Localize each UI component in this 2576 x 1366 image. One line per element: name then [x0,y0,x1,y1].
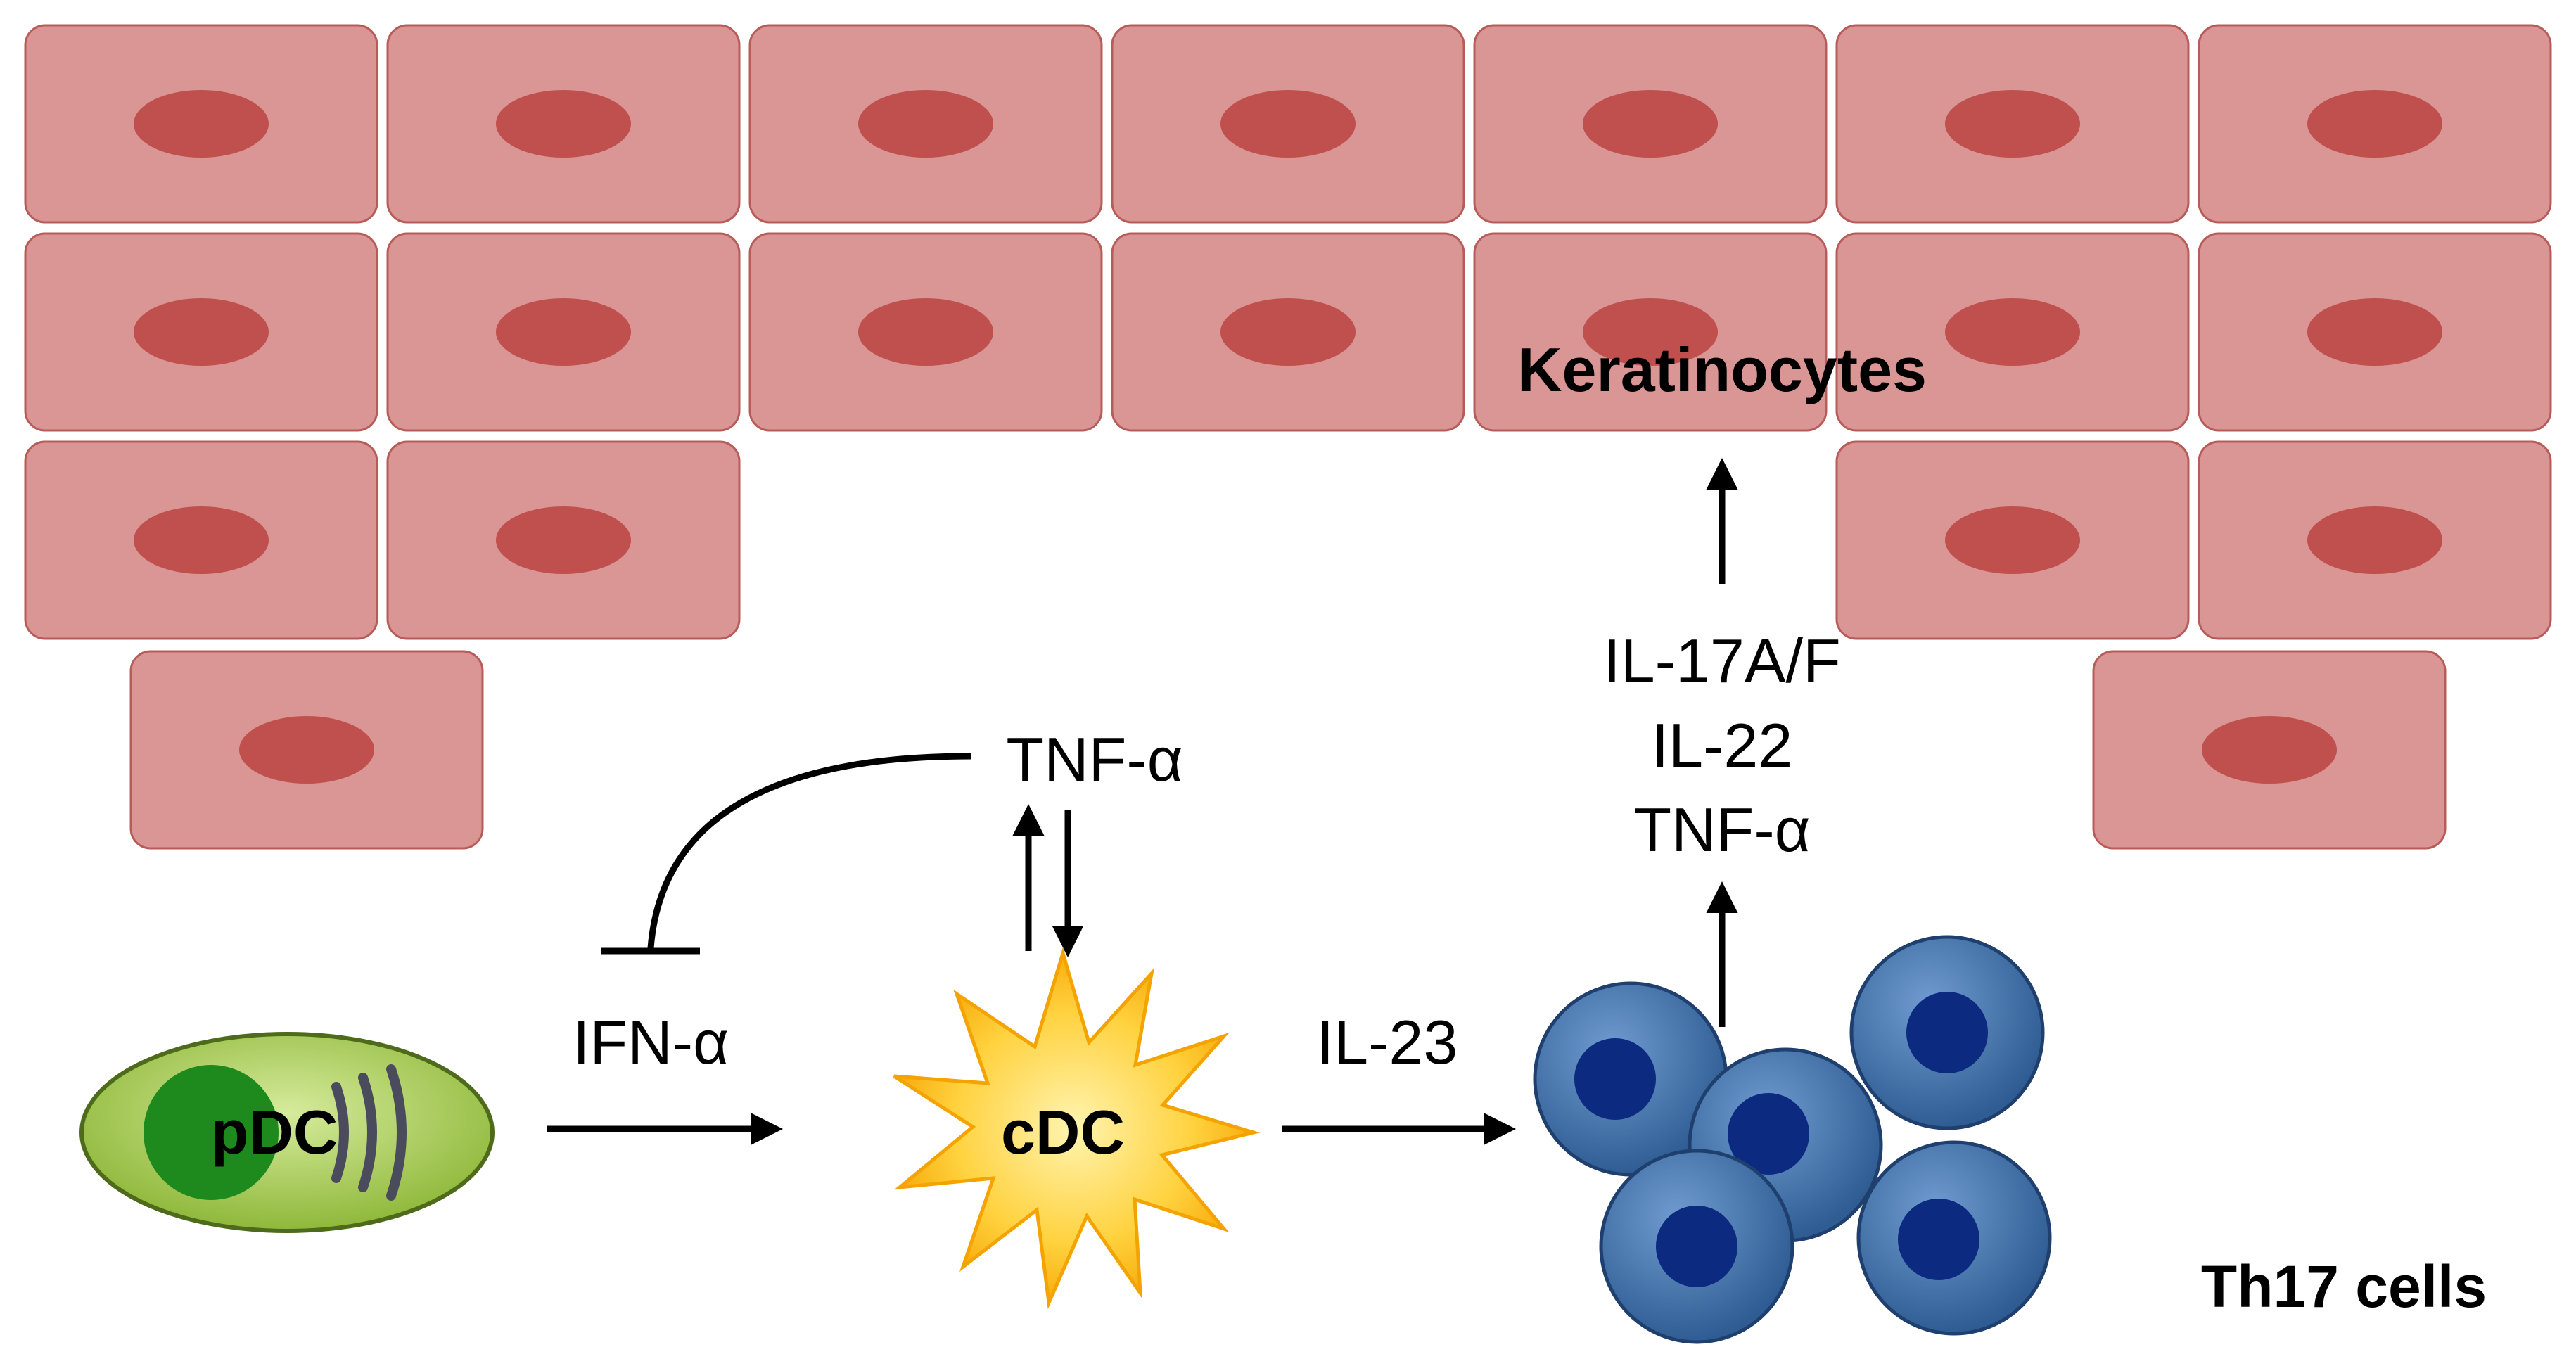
keratinocyte-icon [748,232,1103,432]
il17af-label: IL-17A/F [1603,626,1840,696]
pdc-label: pDC [211,1097,338,1167]
keratinocyte-icon [1835,24,2190,224]
keratinocyte-icon [1835,232,2190,432]
keratinocyte-icon [386,440,741,640]
keratinocyte-icon [386,232,741,432]
keratinocyte-icon [386,24,741,224]
th17-cell-icon [1856,1140,2052,1336]
th17-cluster [1533,935,2052,1344]
keratinocyte-icon [1835,440,2190,640]
keratinocyte-icon [1473,232,1828,432]
tnf-th17-label: TNF-α [1633,795,1810,864]
tnf-cdc-label: TNF-α [1006,725,1182,794]
keratinocyte-layer [24,24,2552,850]
cdc-label: cDC [1001,1097,1125,1167]
il23-label: IL-23 [1317,1007,1458,1077]
keratinocyte-icon [129,650,484,850]
ifn-label: IFN-α [573,1007,729,1077]
th17-label: Th17 cells [2201,1253,2487,1320]
keratinocyte-icon [748,24,1103,224]
cdc-cell: cDC [893,947,1261,1310]
keratinocyte-icon [1473,24,1828,224]
keratinocyte-icon [1111,232,1465,432]
keratinocyte-icon [24,24,378,224]
keratinocyte-icon [24,232,378,432]
il22-label: IL-22 [1652,710,1793,780]
keratinocyte-icon [24,440,378,640]
th17-cell-icon [1849,935,2045,1130]
keratinocyte-icon [2092,650,2447,850]
pdc-cell: pDC [79,1032,495,1233]
conventional-dendritic-cell-star-icon [893,947,1261,1310]
keratinocyte-icon [2198,24,2552,224]
th17-cell-icon [1533,981,1728,1177]
keratinocyte-icon [2198,440,2552,640]
inhibition-tnf-ifn [601,753,971,955]
keratinocyte-icon [2198,232,2552,432]
pdc-nucleus [144,1065,279,1200]
keratinocyte-icon [1111,24,1465,224]
keratinocytes-label: Keratinocytes [1517,335,1927,404]
th17-cell-icon [1599,1149,1794,1344]
